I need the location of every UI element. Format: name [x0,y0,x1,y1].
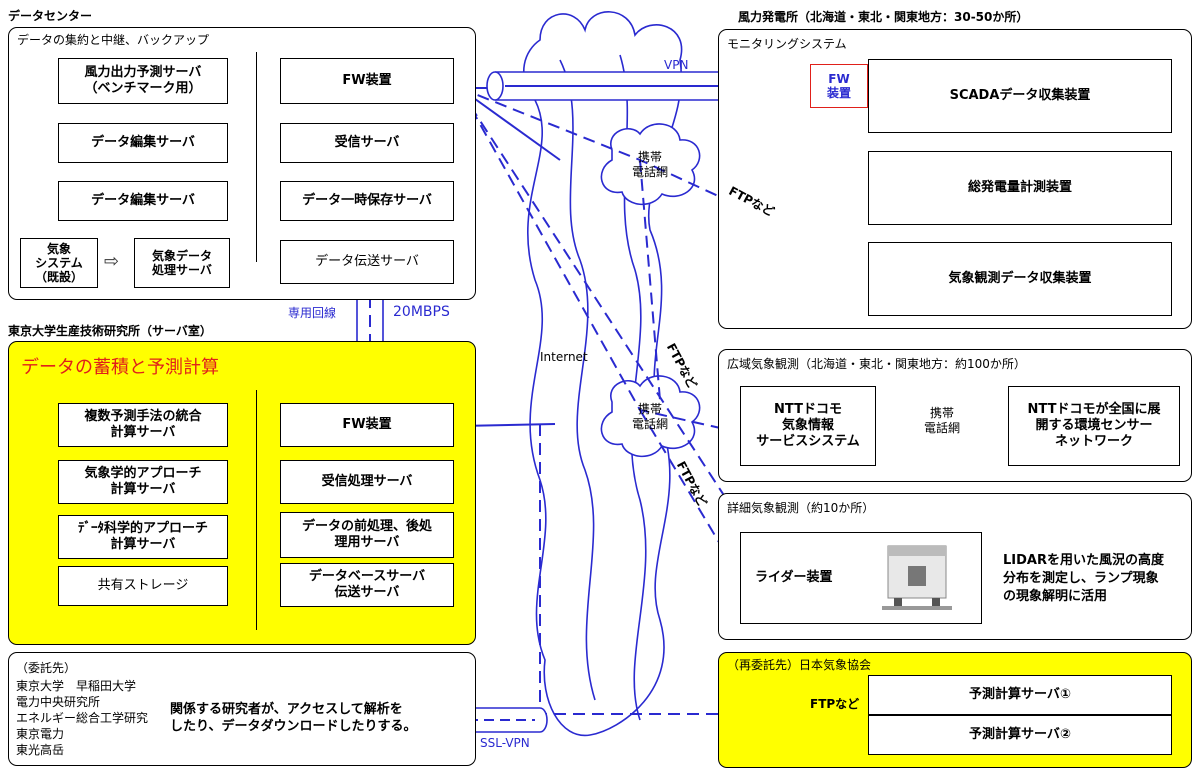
utokyo-preprocess-server: データの前処理、後処 理用サーバ [280,512,454,558]
dc-weather-system: 気象 システム （既設） [20,238,98,288]
mobile-network-cloud-2 [600,375,701,458]
contractors-title: （委託先） [16,661,77,675]
jwa-title: （再委託先）日本気象協会 [727,658,872,672]
wind-farm-fw-device: FW 装置 [810,64,868,108]
dc-temp-storage-server: データ一時保存サーバ [280,181,454,221]
dc-wind-forecast-server: 風力出力予測サーバ （ベンチマーク用） [58,58,228,104]
utokyo-integration-server: 複数予測手法の統合 計算サーバ [58,403,228,447]
contractor-3: エネルギー総合工学研究 [16,711,149,725]
utokyo-receive-server: 受信処理サーバ [280,460,454,504]
internet-label: Internet [540,350,588,364]
utokyo-database-server: データベースサーバ 伝送サーバ [280,563,454,607]
wind-farm-label: 風力発電所（北海道・東北・関東地方：30-50か所） [738,10,1029,24]
dc-weather-processor: 気象データ 処理サーバ [134,238,230,288]
vpn-label: VPN [664,58,689,72]
forecast-server-2: 予測計算サーバ② [868,715,1172,755]
docomo-sensor-network: NTTドコモが全国に展 開する環境センサー ネットワーク [1008,386,1180,466]
utokyo-label: 東京大学生産技術研究所（サーバ室） [8,324,212,338]
contractor-5: 東光高岳 [16,743,65,757]
utokyo-bus-line [256,390,257,630]
detailed-title: 詳細気象観測（約10か所） [727,501,875,515]
mobile-network-label-1: 携帯 電話網 [631,150,668,179]
wind-farm-panel-title: モニタリングシステム [727,37,847,51]
utokyo-shared-storage: 共有ストレージ [58,566,228,606]
dc-data-edit-server-2: データ編集サーバ [58,181,228,221]
lidar-description: LIDARを用いた風況の高度 分布を測定し、ランプ現象 の現象解明に活用 [1003,553,1164,604]
power-meter: 総発電量計測装置 [868,151,1172,225]
jwa-ftp-label: FTPなど [810,697,860,711]
forecast-server-1: 予測計算サーバ① [868,675,1172,715]
dedicated-line-label: 専用回線 [288,306,337,320]
dc-data-edit-server-1: データ編集サーバ [58,123,228,163]
contractor-4: 東京電力 [16,727,65,741]
dedicated-line-speed: 20MBPS [393,304,450,320]
docomo-weather-system: NTTドコモ 気象情報 サービスシステム [740,386,876,466]
weather-obs-collector: 気象観測データ収集装置 [868,242,1172,316]
dc-bus-line [256,52,257,262]
utokyo-fw-device: FW装置 [280,403,454,447]
dc-receive-server: 受信サーバ [280,123,454,163]
scada-collector: SCADAデータ収集装置 [868,59,1172,133]
lidar-device-image [882,545,952,610]
utokyo-meteorology-server: 気象学的アプローチ 計算サーバ [58,460,228,504]
lidar-device-label: ライダー装置 [755,570,833,585]
contractor-2: 電力中央研究所 [16,695,101,709]
utokyo-panel-title: データの蓄積と予測計算 [21,357,219,378]
contractor-1: 東京大学 早稲田大学 [16,679,137,693]
contractors-note: 関係する研究者が、アクセスして解析を したり、データダウンロードしたりする。 [170,702,417,734]
mobile-network-cloud-1 [600,123,701,206]
mobile-network-label-2: 携帯 電話網 [631,402,668,431]
dc-arrow-icon: ⇨ [104,251,120,272]
dc-data-transfer-server: データ伝送サーバ [280,240,454,284]
utokyo-datascience-server: ﾃﾞｰﾀ科学的アプローチ 計算サーバ [58,515,228,559]
dc-fw-device: FW装置 [280,58,454,104]
data-center-panel-title: データの集約と中継、バックアップ [17,33,210,47]
ssl-vpn-label: SSL-VPN [480,736,530,750]
contractors-panel [8,652,476,766]
mobile-network-label-3: 携帯 電話網 [923,406,960,435]
data-center-label: データセンター [8,9,93,23]
wide-area-title: 広域気象観測（北海道・東北・関東地方：約100か所） [727,357,1026,371]
